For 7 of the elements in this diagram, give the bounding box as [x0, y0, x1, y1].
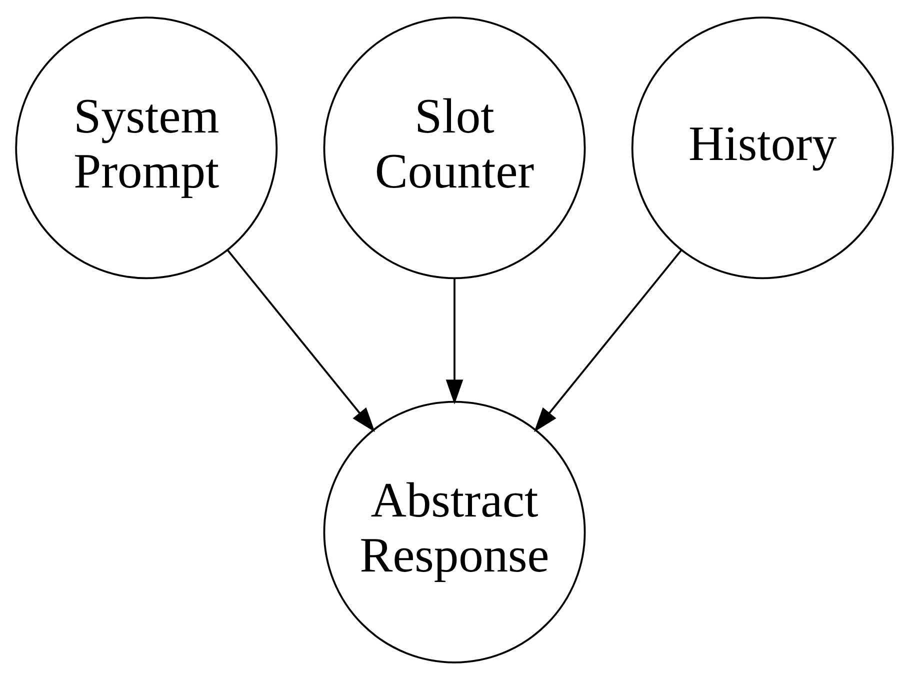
node-circle: Slot Counter: [323, 16, 586, 280]
arrow: [534, 250, 682, 432]
arrow: [446, 278, 464, 404]
node-circle: System Prompt: [15, 16, 278, 280]
node-circle: Abstract Response: [323, 400, 586, 664]
node-circle: History: [631, 16, 894, 280]
arrow: [227, 250, 376, 432]
